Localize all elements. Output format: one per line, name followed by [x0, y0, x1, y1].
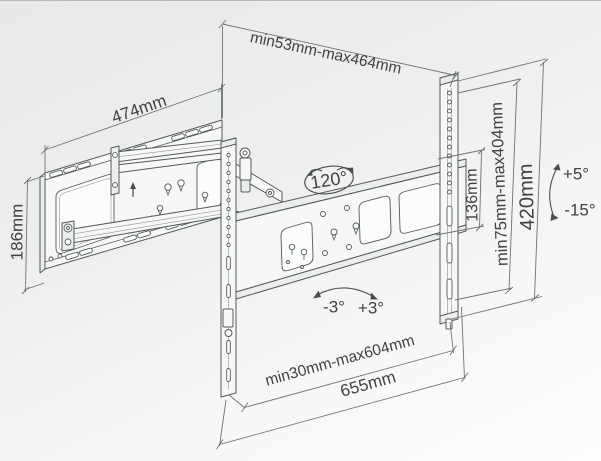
label-level-left: -3° [323, 297, 345, 317]
level-annotation [313, 287, 378, 300]
dim-horizontal-range [228, 321, 457, 413]
label-level-right: +3° [357, 298, 385, 318]
dim-depth-range [218, 19, 460, 118]
swivel-annotation [304, 165, 354, 195]
label-bracket-height: 420mm [514, 163, 540, 231]
dim-wall-plate-height [21, 175, 45, 295]
dim-plate-width [216, 306, 469, 450]
tv-plate [235, 158, 467, 300]
label-bracket-hole-span: 136mm [463, 168, 482, 222]
tilt-annotation [549, 163, 561, 221]
upper-arm [110, 139, 223, 196]
label-wall-plate-height: 186mm [7, 203, 27, 261]
plate-cutout-left [280, 221, 314, 272]
label-tilt-down: -15° [564, 200, 596, 220]
left-rail [220, 137, 252, 398]
dim-bracket-hole-span [435, 147, 486, 236]
dim-bracket-height [451, 58, 549, 320]
right-rail [439, 72, 459, 330]
label-tilt-up: +5° [562, 164, 590, 184]
up-arrow-icon [130, 182, 136, 197]
plate-cutout-mid [358, 195, 392, 245]
plate-cutout-right [398, 183, 443, 234]
dim-vertical-range [454, 78, 522, 301]
lower-arm [61, 204, 223, 252]
dim-wall-plate-width [41, 83, 226, 177]
